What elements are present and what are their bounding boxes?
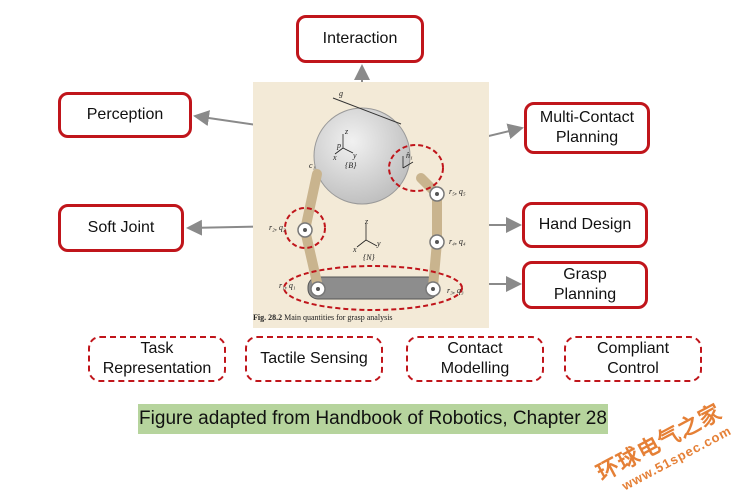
- source-banner: Figure adapted from Handbook of Robotics…: [138, 404, 608, 434]
- compliant-control-box: Compliant Control: [564, 336, 702, 382]
- figure-caption-text: Main quantities for grasp analysis: [284, 313, 393, 322]
- soft-joint-box: Soft Joint: [58, 204, 184, 252]
- label-frame-b: {B}: [345, 161, 357, 170]
- tactile-sensing-label: Tactile Sensing: [260, 350, 368, 367]
- grasp-diagram: g p z y x {B} c₁ n̂₁ z y x {N} r₂, q₂ r₁…: [269, 89, 466, 311]
- task-representation-box: Task Representation: [88, 336, 226, 382]
- label-n1: n̂₁: [406, 151, 413, 160]
- label-r2: r₂, q₂: [269, 223, 286, 232]
- multi-contact-planning-label: Multi-Contact Planning: [539, 109, 635, 146]
- label-r1: r₁, q₁: [279, 281, 296, 290]
- perception-label: Perception: [86, 106, 164, 123]
- multi-contact-planning-box: Multi-Contact Planning: [524, 102, 650, 154]
- label-g: g: [339, 89, 343, 98]
- grasp-planning-box: Grasp Planning: [522, 261, 648, 309]
- interaction-box: Interaction: [296, 15, 424, 63]
- soft-joint-label: Soft Joint: [87, 219, 155, 236]
- contact-modelling-box: Contact Modelling: [406, 336, 544, 382]
- figure-caption-number: Fig. 28.2: [253, 313, 283, 322]
- label-z1: z: [344, 127, 349, 136]
- tactile-sensing-box: Tactile Sensing: [245, 336, 383, 382]
- grasp-planning-label: Grasp Planning: [553, 266, 617, 303]
- source-banner-text: Figure adapted from Handbook of Robotics…: [139, 408, 607, 429]
- object-sphere: [313, 107, 411, 205]
- label-z2: z: [364, 217, 369, 226]
- figure-caption: Fig. 28.2 Main quantities for grasp anal…: [253, 313, 489, 322]
- task-representation-label: Task Representation: [102, 340, 212, 377]
- perception-box: Perception: [58, 92, 192, 138]
- grasp-analysis-figure: g p z y x {B} c₁ n̂₁ z y x {N} r₂, q₂ r₁…: [253, 82, 489, 328]
- label-r3: r₃, q₃: [447, 286, 464, 295]
- contact-highlight: [388, 144, 444, 192]
- palm-highlight: [283, 265, 463, 311]
- finger-link-left-lower: [300, 225, 323, 292]
- joint-highlight: [284, 207, 326, 249]
- label-y2: y: [376, 239, 381, 248]
- label-r5: r₅, q₅: [449, 187, 466, 196]
- label-c1: c₁: [309, 161, 316, 170]
- label-x1: x: [332, 153, 337, 162]
- palm-link: [307, 276, 439, 300]
- contact-modelling-label: Contact Modelling: [440, 340, 510, 377]
- label-r4: r₄, q₄: [449, 237, 466, 246]
- finger-link-left-upper: [300, 169, 322, 235]
- label-p: p: [336, 141, 341, 150]
- hand-design-box: Hand Design: [522, 202, 648, 248]
- label-x2: x: [352, 245, 357, 254]
- hand-design-label: Hand Design: [538, 216, 632, 233]
- compliant-control-label: Compliant Control: [596, 340, 670, 377]
- interaction-label: Interaction: [322, 30, 398, 47]
- label-frame-n: {N}: [363, 253, 376, 262]
- label-y1: y: [352, 151, 357, 160]
